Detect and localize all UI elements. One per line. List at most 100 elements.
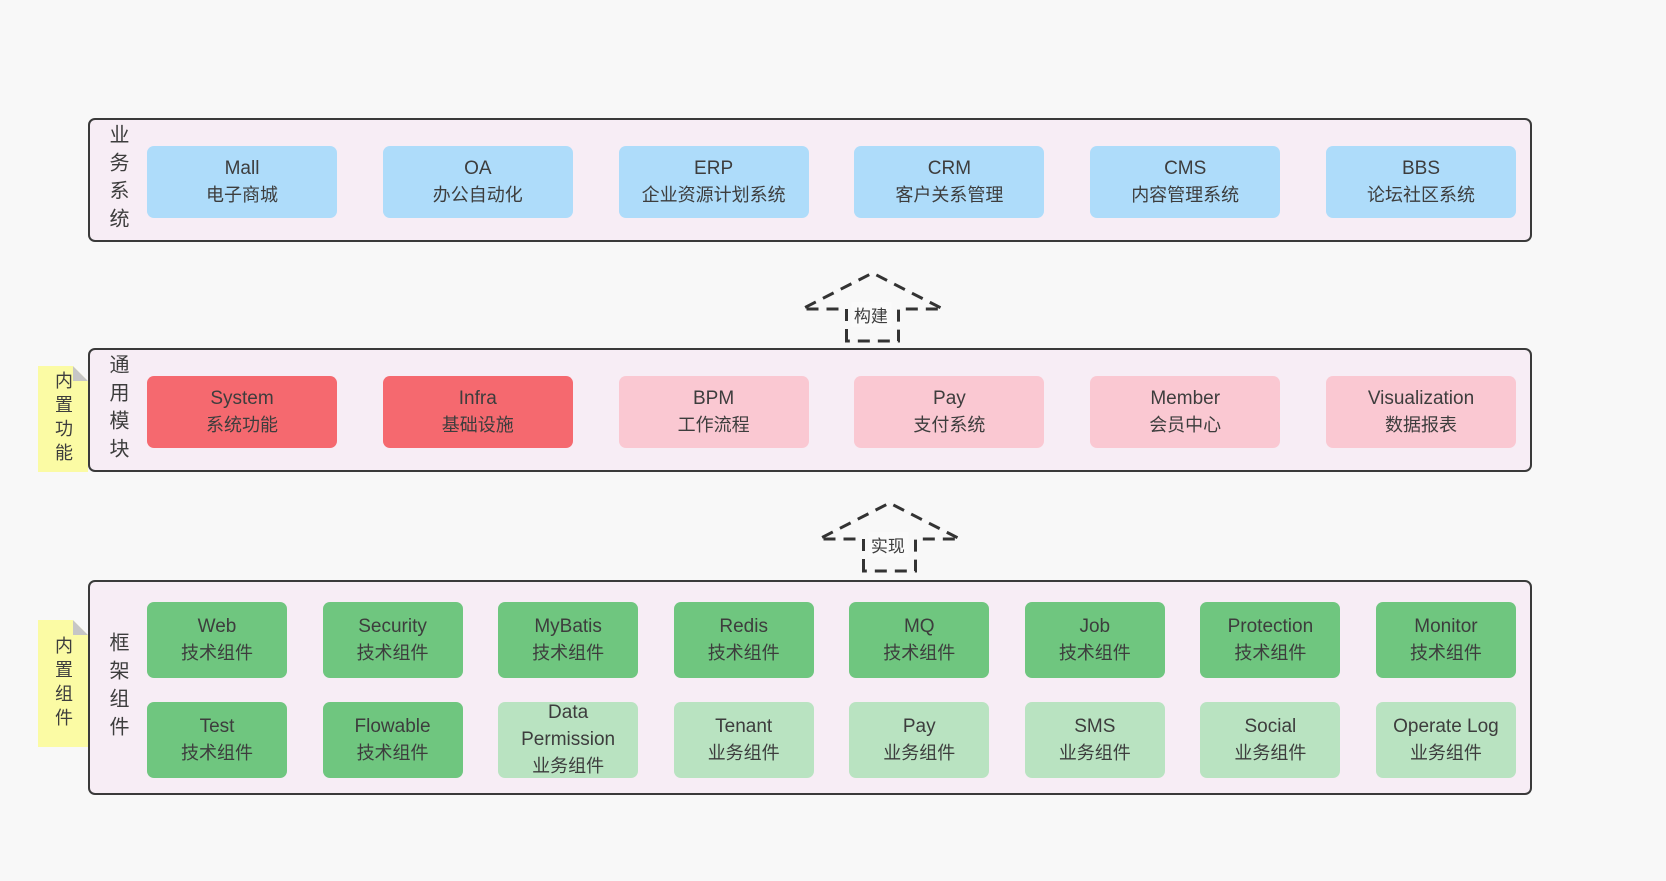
box-test-name: Test bbox=[199, 715, 235, 737]
box-protection-desc: 技术组件 bbox=[1234, 642, 1307, 663]
builtin-components-sticky-note: 内置组件 bbox=[38, 620, 88, 747]
common-modules-row: System 系统功能 Infra 基础设施 BPM 工作流程 Pay 支付系统… bbox=[147, 376, 1516, 448]
box-monitor-desc: 技术组件 bbox=[1409, 642, 1482, 663]
box-job-desc: 技术组件 bbox=[1058, 642, 1131, 663]
build-arrow-label: 构建 bbox=[850, 302, 891, 327]
box-infra: Infra 基础设施 bbox=[382, 376, 573, 448]
box-infra-name: Infra bbox=[458, 387, 497, 409]
box-monitor-name: Monitor bbox=[1414, 615, 1478, 637]
up-arrow-dashed-icon bbox=[818, 501, 961, 573]
box-flowable-desc: 技术组件 bbox=[356, 742, 429, 763]
builtin-components-sticky-label: 内置组件 bbox=[53, 635, 73, 732]
implement-arrow-icon: 实现 bbox=[817, 501, 962, 573]
box-protection-name: Protection bbox=[1227, 615, 1314, 637]
box-visualization-name: Visualization bbox=[1367, 387, 1475, 409]
box-cms-name: CMS bbox=[1164, 157, 1207, 179]
framework-components-panel: 框架组件 Web 技术组件 Security 技术组件 MyBatis 技术组件… bbox=[88, 580, 1532, 795]
box-bpm-desc: 工作流程 bbox=[677, 414, 750, 435]
box-job: Job 技术组件 bbox=[1024, 602, 1165, 678]
sticky-fold-icon bbox=[73, 620, 88, 635]
box-mybatis-desc: 技术组件 bbox=[532, 642, 605, 663]
box-system-desc: 系统功能 bbox=[206, 414, 278, 435]
box-test: Test 技术组件 bbox=[147, 702, 287, 778]
implement-arrow-label: 实现 bbox=[867, 532, 908, 557]
business-systems-row: Mall 电子商城 OA 办公自动化 ERP 企业资源计划系统 CRM 客户关系… bbox=[147, 146, 1516, 218]
box-bpm-name: BPM bbox=[693, 387, 735, 409]
box-member-desc: 会员中心 bbox=[1149, 414, 1222, 435]
box-operate-log: Operate Log 业务组件 bbox=[1375, 702, 1516, 778]
box-redis: Redis 技术组件 bbox=[673, 602, 814, 678]
box-redis-desc: 技术组件 bbox=[707, 642, 780, 663]
box-social-desc: 业务组件 bbox=[1234, 742, 1307, 763]
box-bpm: BPM 工作流程 bbox=[618, 376, 809, 448]
box-mq: MQ 技术组件 bbox=[849, 602, 990, 678]
box-monitor: Monitor 技术组件 bbox=[1375, 602, 1516, 678]
box-pay-component: Pay 业务组件 bbox=[849, 702, 990, 778]
common-modules-label: 通用模块 bbox=[106, 354, 128, 466]
box-pay-component-name: Pay bbox=[902, 715, 936, 737]
business-systems-label: 业务系统 bbox=[106, 124, 128, 236]
box-oa-name: OA bbox=[464, 157, 492, 179]
box-crm-name: CRM bbox=[927, 157, 972, 179]
box-mybatis: MyBatis 技术组件 bbox=[498, 602, 639, 678]
box-tenant-desc: 业务组件 bbox=[707, 742, 780, 763]
up-arrow-dashed-icon bbox=[801, 271, 944, 343]
box-flowable-name: Flowable bbox=[354, 715, 431, 737]
box-security-name: Security bbox=[358, 615, 427, 637]
box-visualization: Visualization 数据报表 bbox=[1325, 376, 1516, 448]
box-mall-desc: 电子商城 bbox=[206, 184, 278, 205]
box-member: Member 会员中心 bbox=[1090, 376, 1281, 448]
box-operate-log-name: Operate Log bbox=[1393, 715, 1499, 737]
box-security: Security 技术组件 bbox=[322, 602, 463, 678]
box-data-permission-desc: 业务组件 bbox=[532, 756, 605, 777]
framework-components-label: 框架组件 bbox=[106, 631, 128, 744]
box-mall-name: Mall bbox=[224, 157, 260, 179]
box-bbs-desc: 论坛社区系统 bbox=[1366, 184, 1475, 205]
box-tenant: Tenant 业务组件 bbox=[673, 702, 814, 778]
box-infra-desc: 基础设施 bbox=[441, 414, 514, 435]
box-pay-module: Pay 支付系统 bbox=[854, 376, 1045, 448]
box-flowable: Flowable 技术组件 bbox=[322, 702, 463, 778]
box-mybatis-name: MyBatis bbox=[534, 615, 602, 637]
box-erp-name: ERP bbox=[694, 157, 734, 179]
common-modules-panel: 通用模块 System 系统功能 Infra 基础设施 BPM 工作流程 Pay… bbox=[88, 348, 1532, 472]
sticky-fold-icon bbox=[73, 366, 88, 381]
builtin-features-sticky-label: 内置功能 bbox=[53, 371, 73, 467]
box-web: Web 技术组件 bbox=[147, 602, 287, 678]
box-oa: OA 办公自动化 bbox=[382, 146, 573, 218]
box-web-desc: 技术组件 bbox=[181, 642, 253, 663]
box-social-name: Social bbox=[1244, 715, 1297, 737]
box-pay-module-desc: 支付系统 bbox=[913, 414, 986, 435]
box-oa-desc: 办公自动化 bbox=[432, 184, 523, 205]
box-erp-desc: 企业资源计划系统 bbox=[641, 184, 786, 205]
box-operate-log-desc: 业务组件 bbox=[1409, 742, 1482, 763]
box-social: Social 业务组件 bbox=[1200, 702, 1341, 778]
box-mq-name: MQ bbox=[903, 615, 935, 637]
box-tenant-name: Tenant bbox=[715, 715, 773, 737]
box-pay-module-name: Pay bbox=[933, 387, 966, 409]
build-arrow-icon: 构建 bbox=[800, 271, 945, 343]
box-erp: ERP 企业资源计划系统 bbox=[618, 146, 809, 218]
box-data-permission-name: Data Permission bbox=[521, 702, 616, 751]
box-sms: SMS 业务组件 bbox=[1024, 702, 1165, 778]
box-member-name: Member bbox=[1150, 387, 1221, 409]
box-mq-desc: 技术组件 bbox=[883, 642, 956, 663]
box-data-permission: Data Permission 业务组件 bbox=[498, 702, 639, 778]
box-cms: CMS 内容管理系统 bbox=[1090, 146, 1281, 218]
box-system: System 系统功能 bbox=[147, 376, 337, 448]
box-test-desc: 技术组件 bbox=[181, 742, 253, 763]
box-visualization-desc: 数据报表 bbox=[1384, 414, 1457, 435]
box-bbs-name: BBS bbox=[1401, 157, 1440, 179]
box-pay-component-desc: 业务组件 bbox=[883, 742, 956, 763]
box-crm: CRM 客户关系管理 bbox=[854, 146, 1045, 218]
box-sms-name: SMS bbox=[1074, 715, 1116, 737]
box-bbs: BBS 论坛社区系统 bbox=[1325, 146, 1516, 218]
box-mall: Mall 电子商城 bbox=[147, 146, 337, 218]
box-sms-desc: 业务组件 bbox=[1058, 742, 1131, 763]
business-systems-panel: 业务系统 Mall 电子商城 OA 办公自动化 ERP 企业资源计划系统 CRM… bbox=[88, 118, 1532, 242]
box-redis-name: Redis bbox=[719, 615, 768, 637]
box-cms-desc: 内容管理系统 bbox=[1131, 184, 1240, 205]
builtin-features-sticky-note: 内置功能 bbox=[38, 366, 88, 472]
box-job-name: Job bbox=[1079, 615, 1111, 637]
box-protection: Protection 技术组件 bbox=[1200, 602, 1341, 678]
